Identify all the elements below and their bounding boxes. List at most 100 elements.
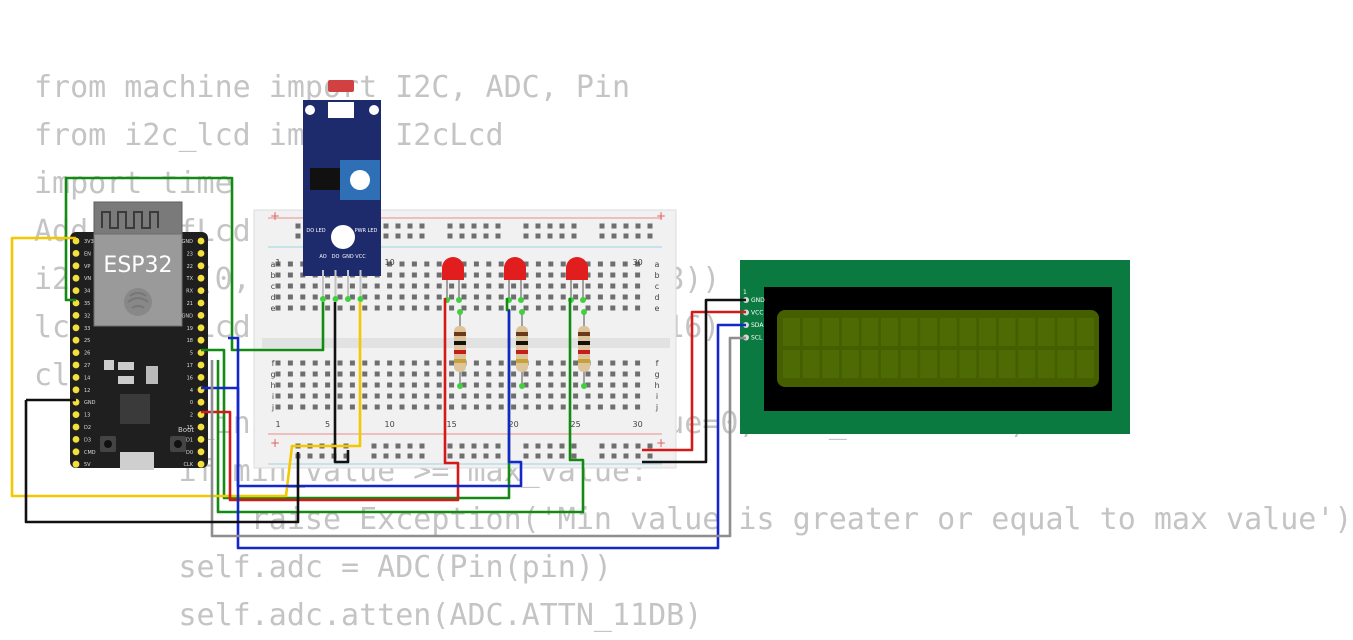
wire[interactable] [228, 323, 746, 550]
column-number: 10 [385, 258, 395, 267]
column-number: 25 [571, 420, 581, 429]
esp32-pin[interactable] [197, 250, 205, 257]
row-letter: c [271, 282, 275, 291]
esp32-pin-label: 21 [187, 301, 193, 307]
esp32-pin[interactable] [72, 324, 80, 332]
esp32-pin-label: GND [182, 239, 194, 245]
esp32-pin-label: 13 [84, 413, 90, 419]
row-letter: j [655, 403, 658, 412]
esp32-pin[interactable] [197, 398, 205, 406]
esp32-pin[interactable] [197, 287, 205, 294]
esp32-pin[interactable] [197, 237, 205, 245]
esp32-pin[interactable] [72, 262, 80, 270]
esp32-pin-label: 14 [84, 375, 90, 381]
esp32-pin[interactable] [197, 361, 205, 369]
esp32-pin[interactable] [72, 287, 80, 294]
esp32-pin[interactable] [197, 274, 205, 282]
esp32-pin[interactable] [197, 324, 205, 332]
svg-text:+: + [270, 209, 280, 223]
esp32-pin[interactable] [72, 274, 80, 282]
wire[interactable] [642, 310, 746, 452]
esp32-pin-label: 12 [84, 388, 90, 394]
esp32-pin-label: 23 [187, 251, 193, 257]
ldr-pin-label: GND [342, 254, 354, 260]
row-letter: b [654, 271, 659, 280]
esp32-pin-label: 33 [84, 326, 90, 332]
column-number: 5 [325, 420, 330, 429]
code-line: self.adc.atten(ADC.ATTN_11DB) [34, 598, 703, 633]
code-line: self.adc = ADC(Pin(pin)) [34, 550, 612, 585]
esp32-pin-label: 26 [84, 351, 90, 357]
wire[interactable] [201, 298, 511, 500]
red-led [442, 257, 464, 280]
esp32-pin[interactable] [72, 460, 80, 468]
esp32-pin-label: 4 [190, 388, 193, 394]
esp32-pin[interactable] [197, 374, 205, 381]
esp32-pin[interactable] [72, 436, 80, 443]
esp32-pin[interactable] [72, 374, 80, 381]
ldr-pin-label: AO [319, 254, 326, 260]
esp32-pin[interactable] [72, 349, 80, 356]
esp32-pin-label: 2 [190, 413, 193, 419]
lcd-pin-label: GND [751, 297, 765, 304]
esp32-pin-label: GND [84, 400, 96, 406]
svg-text:+: + [270, 436, 280, 450]
esp32-pin-label: 5 [190, 351, 193, 357]
esp32-pin-label: 16 [187, 375, 193, 381]
esp32-pin[interactable] [72, 250, 80, 257]
esp32-pin[interactable] [197, 312, 205, 319]
svg-text:+: + [656, 209, 666, 223]
esp32-pin-label: EN [84, 251, 91, 257]
esp32-pin[interactable] [72, 312, 80, 319]
esp32-pin-label: 25 [84, 338, 90, 344]
esp32-pin[interactable] [197, 336, 205, 344]
row-letter: h [654, 381, 659, 390]
ldr-pin[interactable] [320, 296, 326, 302]
column-number: 15 [447, 420, 457, 429]
esp32-pin[interactable] [197, 262, 205, 270]
esp32-pin[interactable] [72, 361, 80, 369]
boot-label: Boot [178, 426, 194, 434]
row-letter: g [654, 370, 659, 379]
esp32-pin[interactable] [197, 423, 205, 431]
esp32-pin-label: 34 [84, 289, 90, 295]
row-letter: f [656, 359, 659, 368]
ldr-pin[interactable] [357, 296, 364, 302]
esp32-pin[interactable] [197, 448, 205, 456]
esp32-pin-label: 3V3 [84, 239, 94, 245]
esp32-pin[interactable] [72, 448, 80, 456]
lcd-pin1-label: 1 [743, 289, 747, 296]
esp32-pin[interactable] [197, 299, 205, 307]
ldr-pin-label: DO [332, 254, 340, 260]
esp32-pin[interactable] [72, 423, 80, 431]
column-number: 1 [275, 258, 280, 267]
wire[interactable] [642, 298, 746, 464]
esp32-pin[interactable] [72, 411, 80, 418]
esp32-pin-label: 5V [84, 462, 91, 468]
column-number: 10 [385, 420, 395, 429]
column-number: 30 [633, 258, 643, 267]
esp32-pin[interactable] [72, 386, 80, 394]
svg-text:+: + [656, 436, 666, 450]
wire[interactable] [201, 298, 460, 502]
row-letter: a [655, 260, 660, 269]
wire[interactable] [24, 398, 300, 524]
wire[interactable] [216, 298, 585, 514]
wire[interactable] [333, 302, 350, 464]
esp32-pin[interactable] [197, 436, 205, 443]
esp32-pin-label: VP [84, 264, 90, 270]
esp32-pin-label: RX [186, 289, 193, 295]
wire[interactable] [64, 176, 325, 352]
esp32-pin-label: D0 [186, 450, 193, 456]
ldr-pin[interactable] [332, 296, 339, 302]
esp32-pin-label: 22 [187, 264, 193, 270]
wire[interactable] [210, 336, 746, 538]
lcd-pin-label: SCL [751, 335, 763, 342]
esp32-pin[interactable] [197, 460, 205, 468]
ldr-pin[interactable] [345, 296, 351, 302]
row-letter: h [270, 381, 275, 390]
wire[interactable] [10, 236, 362, 498]
esp32-pin[interactable] [72, 336, 80, 344]
